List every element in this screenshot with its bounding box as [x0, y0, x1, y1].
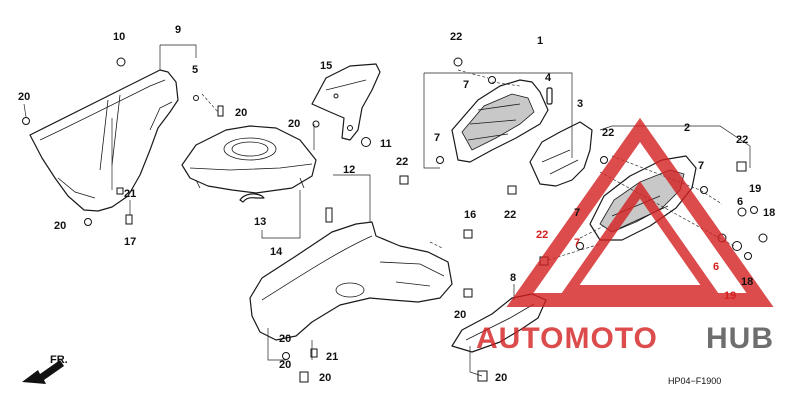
- callout-17: 17: [124, 236, 136, 248]
- callout-20: 20: [288, 118, 300, 130]
- front-direction-label: FR.: [50, 354, 68, 366]
- callout-11: 11: [380, 138, 392, 150]
- part-bracket: [311, 63, 381, 141]
- callout-8: 8: [510, 272, 516, 284]
- callout-16: 16: [464, 209, 476, 221]
- callout-20: 20: [279, 359, 291, 371]
- watermark-logo: AUTOMOTO HUB: [476, 117, 774, 355]
- callout-20: 20: [235, 107, 247, 119]
- callout-7: 7: [574, 207, 580, 219]
- diagram-code: HP04−F1900: [668, 376, 721, 386]
- callout-7-alt: 7: [574, 237, 580, 249]
- callout-7: 7: [463, 79, 469, 91]
- callout-7: 7: [434, 132, 440, 144]
- callout-labels: 1 2 3 4 5 6 6 7 7 7 7 7 8 9 10 11 12 13 …: [18, 24, 775, 384]
- callout-20: 20: [54, 220, 66, 232]
- callout-20: 20: [495, 372, 507, 384]
- callout-22: 22: [396, 156, 408, 168]
- callout-13: 13: [254, 216, 266, 228]
- callout-22: 22: [736, 134, 748, 146]
- watermark-text-red: AUTOMOTO: [476, 322, 658, 355]
- callout-20: 20: [454, 309, 466, 321]
- callout-15: 15: [320, 60, 332, 72]
- callout-22: 22: [450, 31, 462, 43]
- watermark-text-grey: HUB: [706, 322, 774, 355]
- part-wire-bracket: [529, 121, 593, 187]
- callout-10: 10: [113, 31, 125, 43]
- callout-22-alt: 22: [536, 229, 548, 241]
- front-direction-arrow-icon: [22, 360, 64, 384]
- callout-22: 22: [602, 127, 614, 139]
- callout-21: 21: [326, 351, 338, 363]
- part-side-cover: [249, 221, 453, 341]
- callout-5: 5: [192, 64, 198, 76]
- callout-12: 12: [343, 164, 355, 176]
- callout-4: 4: [545, 72, 552, 84]
- part-pin: [546, 87, 553, 105]
- callout-7: 7: [698, 160, 704, 172]
- callout-2: 2: [684, 122, 690, 134]
- callout-19-alt: 19: [724, 290, 736, 302]
- callout-14: 14: [270, 246, 283, 258]
- callout-19: 19: [749, 183, 761, 195]
- part-tank-cover: [181, 125, 317, 194]
- part-clip: [239, 193, 265, 203]
- callout-9: 9: [175, 24, 181, 36]
- callout-6-alt: 6: [713, 261, 719, 273]
- callout-22: 22: [504, 209, 516, 221]
- callout-6: 6: [737, 196, 743, 208]
- callout-18: 18: [741, 276, 753, 288]
- callout-1: 1: [537, 35, 543, 47]
- callout-20: 20: [18, 91, 30, 103]
- part-radiator-shroud-left: [451, 79, 549, 163]
- callout-20: 20: [319, 372, 331, 384]
- callout-20: 20: [279, 333, 291, 345]
- part-left-fender-cover: [29, 69, 179, 212]
- callout-18: 18: [763, 207, 775, 219]
- callout-21: 21: [124, 188, 136, 200]
- callout-3: 3: [577, 98, 583, 110]
